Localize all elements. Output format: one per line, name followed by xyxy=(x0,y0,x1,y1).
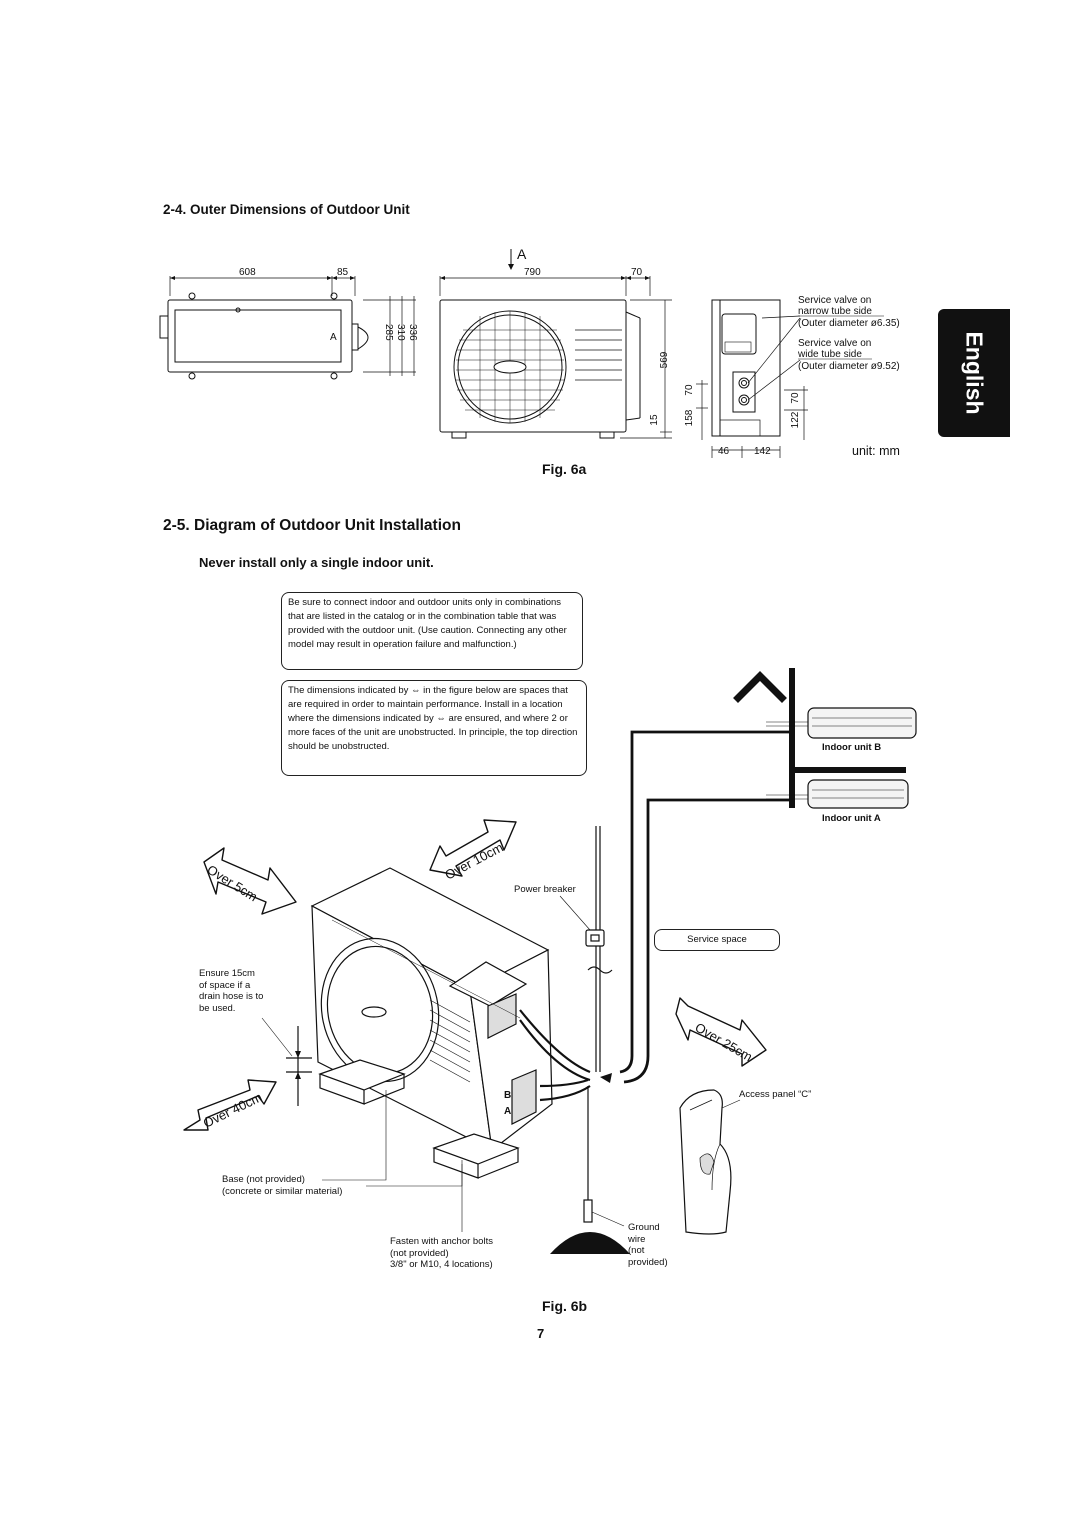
dim-336: 336 xyxy=(407,324,418,341)
top-view-drawing xyxy=(159,276,416,380)
port-label-a: A xyxy=(504,1106,511,1117)
anchor-line-3: 3/8" or M10, 4 locations) xyxy=(390,1259,493,1270)
dim-85: 85 xyxy=(337,267,349,278)
fig-6a-caption: Fig. 6a xyxy=(542,461,587,477)
port-label-b: B xyxy=(504,1090,511,1101)
ground-line-3: (not xyxy=(628,1245,645,1256)
service-space-label: Service space xyxy=(654,929,780,951)
ensure-line-3: drain hose is to xyxy=(199,991,264,1002)
dim-15: 15 xyxy=(649,414,660,426)
indoor-unit-a xyxy=(807,779,909,809)
ground-symbol xyxy=(550,1232,630,1254)
clearance-arrow-25cm xyxy=(675,997,767,1067)
dim-142: 142 xyxy=(754,446,771,457)
access-panel-label: Access panel “C” xyxy=(739,1089,812,1100)
ensure-line-4: be used. xyxy=(199,1002,236,1014)
clearance-arrow-40cm xyxy=(183,1079,277,1131)
fig-6b-caption: Fig. 6b xyxy=(542,1298,588,1314)
indoor-unit-a-label: Indoor unit A xyxy=(822,813,881,824)
dim-310: 310 xyxy=(395,324,406,341)
unit-label: unit: mm xyxy=(852,444,900,458)
base-line-2: (concrete or similar material) xyxy=(222,1185,343,1197)
access-panel-c xyxy=(679,1089,732,1235)
dim-70-front: 70 xyxy=(631,267,643,278)
section-title-outer-dimensions: 2-4. Outer Dimensions of Outdoor Unit xyxy=(163,202,410,217)
valve-wide-line-2: wide tube side xyxy=(797,349,862,360)
dim-608: 608 xyxy=(239,267,256,278)
single-indoor-unit-warning: Never install only a single indoor unit. xyxy=(199,555,434,570)
dim-790: 790 xyxy=(524,267,541,278)
front-view-drawing xyxy=(439,249,672,439)
clearance-arrow-10cm xyxy=(429,819,517,877)
anchor-line-1: Fasten with anchor bolts xyxy=(390,1236,493,1247)
dim-70-side-left: 70 xyxy=(684,384,695,396)
clearance-arrow-5cm xyxy=(203,847,297,915)
front-view-arrow-label: A xyxy=(517,246,527,262)
ground-line-4: provided) xyxy=(628,1256,668,1268)
indoor-unit-b xyxy=(807,707,917,739)
valve-narrow-line-3: (Outer diameter ø6.35) xyxy=(798,318,900,329)
ensure-line-2: of space if a xyxy=(199,979,251,991)
dim-158: 158 xyxy=(684,409,695,426)
page-number: 7 xyxy=(537,1326,545,1341)
top-view-label-a: A xyxy=(330,332,337,343)
language-tab: English xyxy=(938,309,1010,437)
ground-line-1: Ground xyxy=(628,1222,660,1233)
dim-70-side-right: 70 xyxy=(790,392,801,404)
anchor-line-2: (not provided) xyxy=(390,1247,449,1259)
power-breaker-label: Power breaker xyxy=(514,884,576,895)
section-title-installation-diagram: 2-5. Diagram of Outdoor Unit Installatio… xyxy=(163,517,461,534)
combination-note: Be sure to connect indoor and outdoor un… xyxy=(281,592,583,670)
valve-narrow-line-1: Service valve on xyxy=(798,295,871,306)
valve-wide-line-3: (Outer diameter ø9.52) xyxy=(798,361,900,372)
ensure-line-1: Ensure 15cm xyxy=(199,968,255,979)
dim-46: 46 xyxy=(718,446,730,457)
valve-wide-line-1: Service valve on xyxy=(798,338,871,349)
ground-line-2: wire xyxy=(628,1233,646,1245)
base-line-1: Base (not provided) xyxy=(222,1174,305,1185)
dim-569: 569 xyxy=(659,351,670,368)
side-view-drawing xyxy=(696,299,808,458)
outdoor-unit xyxy=(310,867,553,1152)
dim-285: 285 xyxy=(383,324,394,341)
dim-122: 122 xyxy=(790,411,801,428)
installation-drawing xyxy=(261,668,917,1254)
indoor-unit-b-label: Indoor unit B xyxy=(822,742,882,753)
valve-narrow-line-2: narrow tube side xyxy=(798,306,872,317)
dimensions-note: The dimensions indicated by ⇔ in the fig… xyxy=(281,680,587,776)
